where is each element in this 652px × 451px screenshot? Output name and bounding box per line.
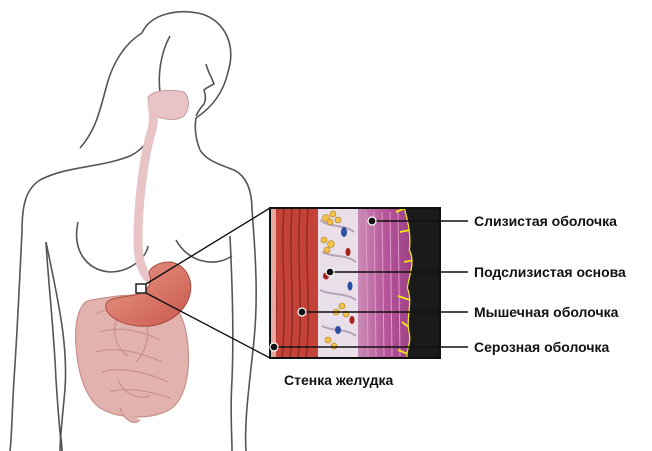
label-mucosa: Слизистая оболочка bbox=[474, 213, 617, 229]
label-serosa: Серозная оболочка bbox=[474, 339, 609, 355]
marker-muscularis bbox=[298, 308, 306, 316]
marker-mucosa bbox=[368, 217, 376, 225]
stomach-wall-section bbox=[270, 208, 440, 358]
label-muscularis: Мышечная оболочка bbox=[474, 304, 618, 320]
label-submucosa: Подслизистая основа bbox=[474, 264, 626, 280]
zoom-line-top bbox=[146, 208, 270, 284]
callout-box bbox=[136, 284, 146, 293]
marker-serosa bbox=[270, 343, 278, 351]
caption: Стенка желудка bbox=[284, 372, 393, 388]
marker-submucosa bbox=[326, 268, 334, 276]
